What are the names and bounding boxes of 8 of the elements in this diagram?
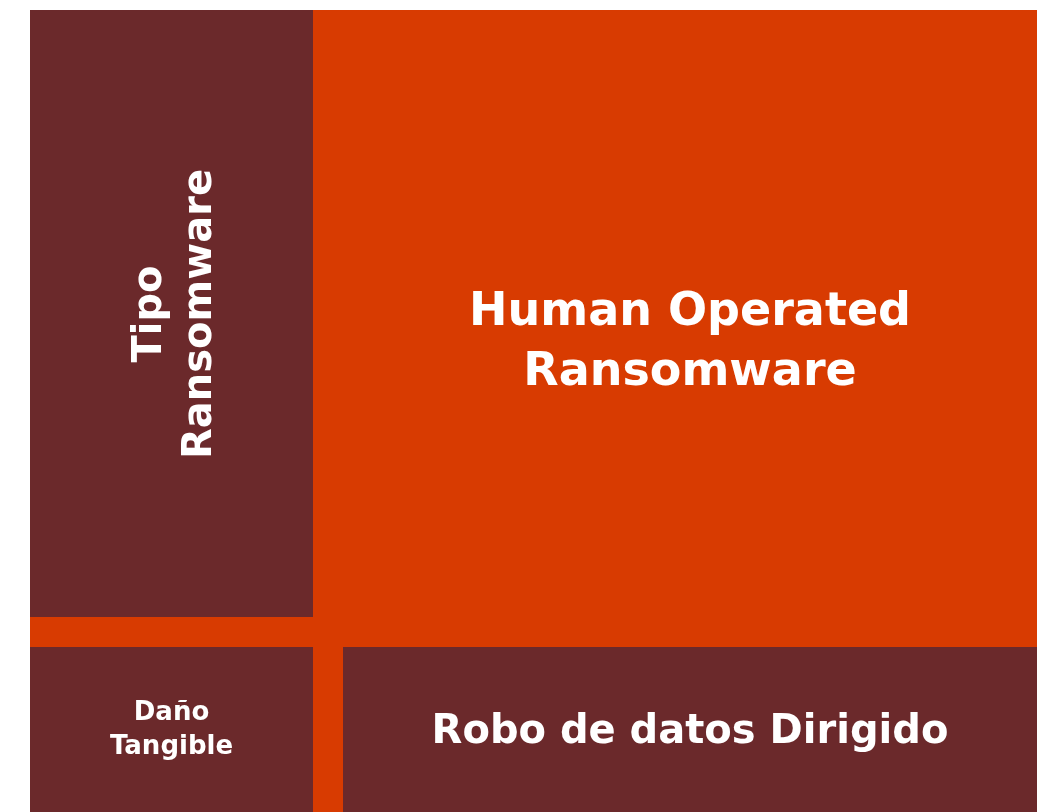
category-panel <box>343 647 1037 812</box>
category-panel <box>30 10 1037 812</box>
category-panel <box>30 647 313 812</box>
panel-label: Tipo Ransomware <box>122 167 221 461</box>
category-panel <box>30 10 313 617</box>
panel-label: Robo de datos Dirigido <box>430 705 950 753</box>
panel-label: Daño Tangible <box>108 695 235 762</box>
panel-label: Human Operated Ransomware <box>467 281 913 398</box>
